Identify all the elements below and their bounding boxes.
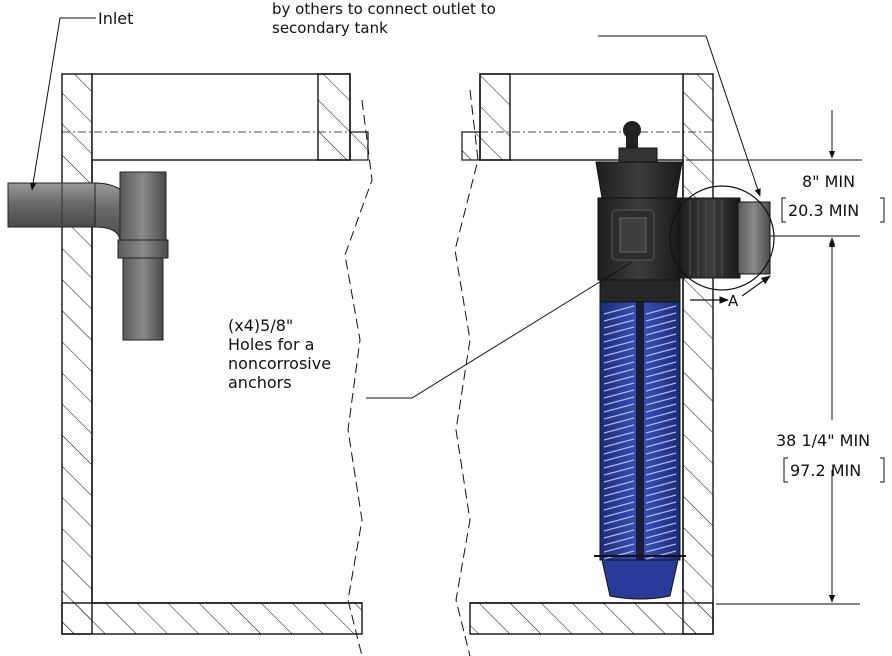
inlet-leader xyxy=(29,17,96,191)
screen-rib xyxy=(645,312,677,322)
screen-rib xyxy=(645,529,677,539)
screen-rib xyxy=(645,403,677,413)
screen-rib xyxy=(645,487,677,497)
screen-rib xyxy=(603,361,635,371)
screen-rib xyxy=(603,417,635,427)
dimension-lines xyxy=(686,110,862,605)
screen-rib xyxy=(645,347,677,357)
screen-rib xyxy=(645,389,677,399)
holes-leader xyxy=(366,261,633,399)
section-a-label: A xyxy=(728,292,739,310)
screen-rib xyxy=(603,368,635,378)
screen-rib xyxy=(603,466,635,476)
screen-rib xyxy=(645,361,677,371)
screen-rib xyxy=(645,473,677,483)
note-leader xyxy=(598,35,761,197)
screen-rib xyxy=(603,487,635,497)
screen-rib xyxy=(603,522,635,532)
screen-rib xyxy=(645,543,677,553)
screen-rib xyxy=(645,466,677,476)
screen-rib xyxy=(603,473,635,483)
left-tank-wall xyxy=(61,73,369,635)
screen-rib xyxy=(645,452,677,462)
screen-rib xyxy=(603,515,635,525)
filter-assembly xyxy=(594,121,771,600)
right-tank-wall xyxy=(461,73,714,635)
screen-rib xyxy=(603,543,635,553)
screen-rib xyxy=(645,501,677,511)
right-break-line xyxy=(454,89,479,656)
dim-main-imperial: 38 1/4" MIN xyxy=(776,431,870,450)
screen-rib xyxy=(645,459,677,469)
screen-rib xyxy=(603,312,635,322)
screen-rib xyxy=(603,536,635,546)
screen-rib xyxy=(603,375,635,385)
screen-rib xyxy=(645,305,677,315)
screen-rib xyxy=(603,305,635,315)
screen-rib xyxy=(645,424,677,434)
screen-rib xyxy=(603,340,635,350)
inlet-label: Inlet xyxy=(98,9,133,28)
screen-rib xyxy=(603,382,635,392)
screen-rib xyxy=(645,396,677,406)
note-line-1: by others to connect outlet to xyxy=(272,0,496,18)
dim-top-metric: 20.3 MIN xyxy=(788,201,859,220)
screen-rib xyxy=(603,326,635,336)
screen-rib xyxy=(645,508,677,518)
screen-rib xyxy=(645,326,677,336)
screen-rib xyxy=(645,445,677,455)
screen-rib xyxy=(645,494,677,504)
screen-rib xyxy=(645,368,677,378)
screen-rib xyxy=(645,522,677,532)
screen-rib xyxy=(603,333,635,343)
screen-rib xyxy=(645,354,677,364)
screen-rib xyxy=(645,340,677,350)
screen-rib xyxy=(603,494,635,504)
screen-rib xyxy=(603,508,635,518)
screen-rib xyxy=(645,410,677,420)
inlet-pipe xyxy=(7,171,169,341)
screen-rib xyxy=(645,375,677,385)
holes-line-2: Holes for a xyxy=(228,335,314,354)
screen-rib xyxy=(603,459,635,469)
screen-rib xyxy=(645,536,677,546)
detail-circle xyxy=(669,185,775,291)
screen-rib xyxy=(603,431,635,441)
holes-line-1: (x4)5/8" xyxy=(228,316,293,335)
screen-rib xyxy=(603,389,635,399)
screen-rib xyxy=(603,403,635,413)
dim-top-metric-bracket xyxy=(781,197,885,223)
screen-rib xyxy=(603,410,635,420)
screen-rib xyxy=(645,382,677,392)
dim-top-imperial: 8" MIN xyxy=(802,172,855,191)
screen-rib xyxy=(603,438,635,448)
screen-rib xyxy=(645,417,677,427)
screen-rib xyxy=(645,480,677,490)
screen-rib xyxy=(645,438,677,448)
screen-rib xyxy=(645,515,677,525)
left-break-line xyxy=(344,99,373,656)
screen-rib xyxy=(603,480,635,490)
screen-rib xyxy=(603,347,635,357)
screen-rib xyxy=(603,529,635,539)
dim-main-metric-bracket xyxy=(783,457,885,483)
screen-rib xyxy=(603,445,635,455)
screen-rib xyxy=(645,319,677,329)
screen-rib xyxy=(603,501,635,511)
screen-rib xyxy=(603,452,635,462)
holes-line-4: anchors xyxy=(228,373,292,392)
dim-main-metric: 97.2 MIN xyxy=(790,461,861,480)
screen-rib xyxy=(603,354,635,364)
screen-rib xyxy=(645,333,677,343)
screen-rib xyxy=(603,319,635,329)
holes-line-3: noncorrosive xyxy=(228,354,331,373)
screen-rib xyxy=(645,431,677,441)
screen-rib xyxy=(603,396,635,406)
screen-rib xyxy=(603,424,635,434)
note-line-2: secondary tank xyxy=(272,19,388,37)
